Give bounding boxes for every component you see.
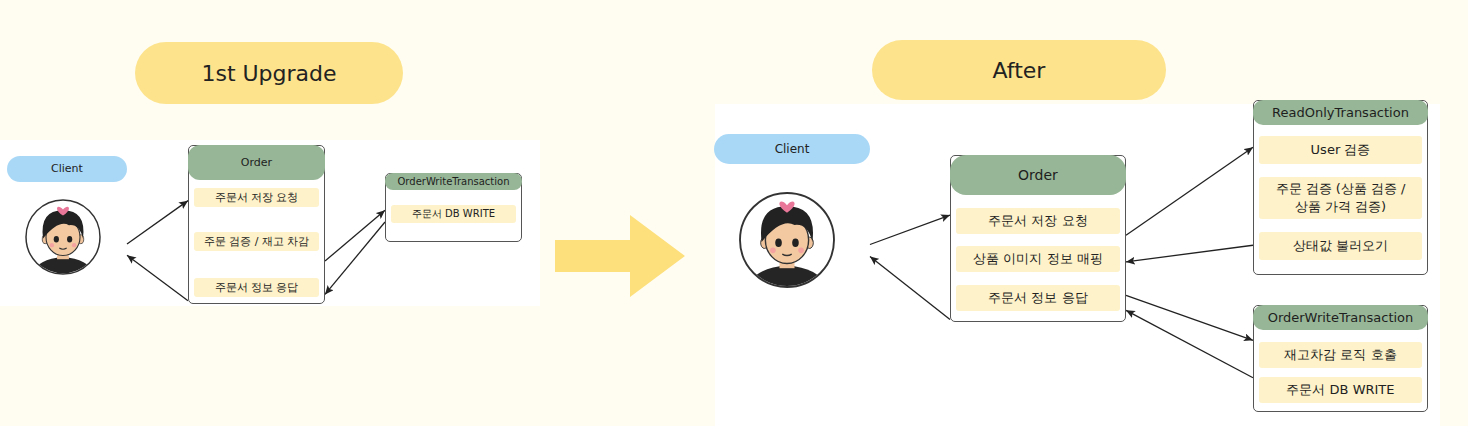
flow-arrow bbox=[325, 222, 385, 294]
component-box: Order 주문서 저장 요청주문 검증 / 재고 차감주문서 정보 응답 bbox=[188, 145, 325, 304]
transition-arrow bbox=[555, 215, 685, 297]
avatar-illustration bbox=[26, 200, 100, 281]
flow-arrow bbox=[127, 255, 188, 301]
flow-arrow bbox=[1126, 295, 1253, 340]
section-pill: 1st Upgrade bbox=[135, 42, 403, 104]
label-text: 상품 이미지 정보 매핑 bbox=[973, 250, 1102, 268]
flow-arrow bbox=[870, 215, 950, 244]
step-strip: 주문서 저장 요청 bbox=[956, 208, 1120, 234]
step-strip: 주문서 DB WRITE bbox=[391, 205, 516, 223]
avatar-illustration bbox=[740, 193, 834, 296]
flow-arrow bbox=[127, 201, 188, 244]
label-text: After bbox=[993, 58, 1046, 83]
step-strip: 상품 이미지 정보 매핑 bbox=[956, 246, 1120, 272]
step-strip: 상태값 불러오기 bbox=[1259, 232, 1422, 260]
component-box: ReadOnlyTransactionUser 검증주문 검증 (상품 검증 /… bbox=[1253, 100, 1428, 275]
step-strip: 주문서 정보 응답 bbox=[194, 278, 319, 297]
label-text: Client bbox=[7, 156, 127, 182]
client-actor: Client bbox=[7, 156, 127, 280]
component-box: Order 주문서 저장 요청상품 이미지 정보 매핑주문서 정보 응답 bbox=[950, 155, 1126, 322]
step-strip: 주문서 저장 요청 bbox=[194, 188, 319, 207]
component-box: OrderWriteTransaction 주문서 DB WRITE bbox=[385, 173, 522, 242]
flow-arrow bbox=[325, 210, 385, 261]
label-text: Client bbox=[714, 134, 870, 164]
label-text: 주문서 정보 응답 bbox=[215, 280, 299, 295]
flow-arrow bbox=[1126, 310, 1253, 377]
label-text: 주문 검증 / 재고 차감 bbox=[204, 234, 310, 249]
component-box: OrderWriteTransaction 재고차감 로직 호출주문서 DB WR… bbox=[1253, 305, 1428, 412]
flow-arrow bbox=[870, 256, 950, 319]
label-text: 재고차감 로직 호출 bbox=[1284, 346, 1396, 364]
label-text: 주문서 DB WRITE bbox=[412, 207, 495, 221]
client-actor: Client bbox=[714, 134, 870, 304]
label-text: User 검증 bbox=[1311, 141, 1371, 159]
label-text: 주문서 정보 응답 bbox=[988, 289, 1087, 307]
step-strip: 주문 검증 (상품 검증 / 상품 가격 검증) bbox=[1259, 177, 1422, 219]
section-pill: After bbox=[872, 40, 1166, 100]
label-text: 주문서 DB WRITE bbox=[1286, 381, 1394, 399]
box-header: Order bbox=[950, 155, 1126, 195]
step-strip: 주문서 DB WRITE bbox=[1259, 377, 1422, 403]
flow-arrow bbox=[1126, 245, 1253, 262]
step-strip: 주문 검증 / 재고 차감 bbox=[194, 232, 319, 251]
box-header: Order bbox=[188, 145, 325, 180]
step-strip: 재고차감 로직 호출 bbox=[1259, 342, 1422, 368]
box-header: OrderWriteTransaction bbox=[1253, 305, 1428, 330]
label-text: 1st Upgrade bbox=[201, 61, 336, 86]
label-text: 상태값 불러오기 bbox=[1293, 237, 1388, 255]
label-text: 주문서 저장 요청 bbox=[215, 190, 299, 205]
box-header: OrderWriteTransaction bbox=[385, 173, 522, 190]
label-text: 주문서 저장 요청 bbox=[988, 212, 1087, 230]
step-strip: User 검증 bbox=[1259, 136, 1422, 164]
step-strip: 주문서 정보 응답 bbox=[956, 285, 1120, 311]
flow-arrow bbox=[1126, 147, 1253, 235]
label-text: 주문 검증 (상품 검증 / 상품 가격 검증) bbox=[1265, 180, 1416, 215]
box-header: ReadOnlyTransaction bbox=[1253, 100, 1428, 125]
